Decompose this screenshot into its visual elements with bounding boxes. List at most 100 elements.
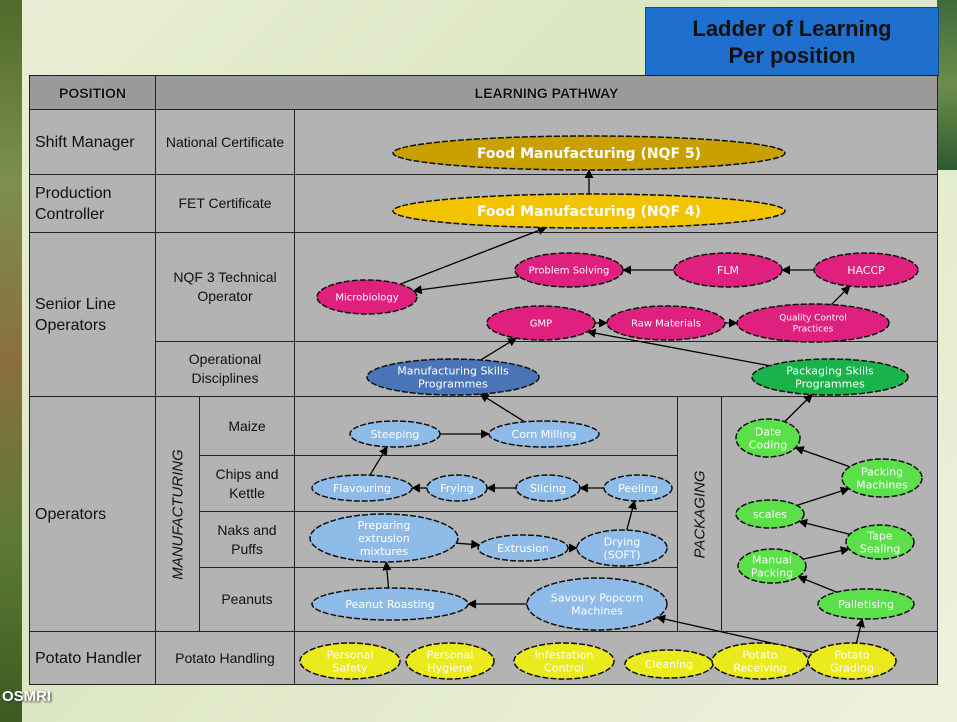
node-label: Problem Solving [529,266,610,277]
pathway-header: LEARNING PATHWAY [155,75,938,110]
node-label: HACCP [847,264,885,277]
node-shape [405,642,495,680]
node-label: Coding [749,438,787,451]
arrow-scales-to-packing-machines [796,486,850,507]
node-shape [309,513,459,563]
node-shape [488,420,600,448]
node-nqf4: Food Manufacturing (NQF 4) [392,193,786,229]
node-nqf5: Food Manufacturing (NQF 5) [392,135,786,171]
manufacturing-label-cell [155,396,200,632]
position-potato-handler: Potato Handler [29,631,156,685]
node-label: Raw Materials [631,319,701,330]
arrow-quality-control-to-haccp [830,285,851,306]
node-shape [486,305,596,341]
node-label: Programmes [418,377,488,390]
node-shape [736,303,890,343]
node-shape [673,252,783,288]
node-label: Infestation [535,648,594,661]
node-shape [526,577,668,631]
node-problem-solving: Problem Solving [514,252,624,288]
node-steeping: Steeping [349,420,441,448]
node-palletising: Palletising [817,588,915,620]
node-label: Slicing [530,482,566,495]
arrow-packaging-skills-to-gmp [586,328,770,367]
node-scales: scales [735,499,805,529]
node-label: Manufacturing Skills [397,364,509,377]
node-label: Peeling [618,482,658,495]
level-fet-certificate: FET Certificate [155,174,295,233]
node-label: Receiving [733,661,786,674]
position-header: POSITION [29,75,156,110]
level-maize: Maize [199,396,295,456]
node-label: Personal [427,648,474,661]
node-label: Machines [571,604,623,617]
node-label: Peanut Roasting [345,598,434,611]
node-shape [735,418,801,458]
arrow-manual-packing-to-tape-sealing [802,546,850,560]
node-label: Packing [751,566,793,579]
node-label: Extrusion [497,542,549,555]
node-extrusion: Extrusion [477,534,569,562]
arrow-microbiology-to-nqf4 [399,226,548,285]
title-line-2: Per position [728,43,856,68]
arrow-potato-grading-to-palletising [855,618,865,644]
node-label: Food Manufacturing (NQF 4) [477,204,701,220]
node-label: extrusion [358,532,409,545]
position-shift-manager: Shift Manager [29,109,156,175]
node-label: Flavouring [333,482,391,495]
node-label: Food Manufacturing (NQF 5) [477,146,701,162]
pathway-nodes: Food Manufacturing (NQF 5) Food Manufactu… [299,135,923,680]
node-shape [349,420,441,448]
node-shape [311,474,413,502]
node-peanut-roasting: Peanut Roasting [311,587,469,621]
node-label: Cleaning [645,658,693,671]
node-label: Quality Control [779,314,847,324]
node-raw-materials: Raw Materials [606,305,726,341]
level-naks-and-puffs: Naks and Puffs [199,511,295,568]
node-label: Hygiene [427,661,473,674]
node-label: Corn Milling [512,428,577,441]
arrow-drying-to-peeling [626,500,637,531]
arrow-tape-sealing-to-scales [798,518,850,535]
left-photo-strip [0,0,22,722]
node-label: Grading [830,661,874,674]
node-label: Safety [332,661,368,674]
arrow-palletising-to-manual-packing [797,575,837,593]
title-line-1: Ladder of Learning [692,16,892,41]
node-gmp: GMP [486,305,596,341]
arrow-problem-solving-to-microbiology [412,275,520,295]
node-label: Manual [752,553,792,566]
level-operational-disciplines: Operational Disciplines [155,341,295,397]
node-shape [316,279,418,315]
node-label: Potato [834,648,869,661]
node-label: Practices [793,325,834,335]
arrow-date-coding-to-packaging-skills [784,393,813,423]
node-label: Savoury Popcorn [551,591,644,604]
node-shape [576,529,668,567]
node-frying: Frying [426,474,488,502]
node-label: Preparing [358,519,411,532]
node-label: Packing [861,465,903,478]
node-slicing: Slicing [515,474,581,502]
node-shape [606,305,726,341]
level-peanuts: Peanuts [199,567,295,632]
node-shape [845,524,915,560]
node-shape [817,588,915,620]
node-label: Microbiology [335,293,398,304]
node-haccp: HACCP [813,252,919,288]
node-peeling: Peeling [603,474,673,502]
node-label: Palletising [838,598,894,611]
node-label: Drying [604,535,641,548]
node-shape [366,358,540,396]
node-flm: FLM [673,252,783,288]
